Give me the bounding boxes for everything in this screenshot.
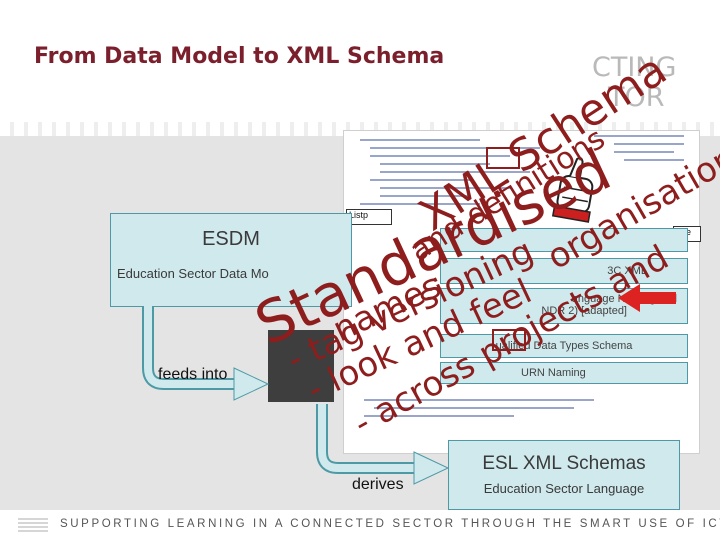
document-list-label: Listp	[349, 210, 369, 220]
feeds-into-arrow-head	[233, 367, 270, 401]
spec-item-w3c-xml: 3C XML	[440, 258, 688, 284]
spec-item-urn-naming-label: URN Naming	[521, 367, 586, 379]
derives-label: derives	[352, 476, 404, 493]
checkbox-icon	[486, 147, 520, 169]
slide-title: From Data Model to XML Schema	[34, 44, 445, 69]
footer: SUPPORTING LEARNING IN A CONNECTED SECTO…	[0, 510, 720, 540]
spec-item-naming-rules-line2: NDR 2) [adapted]	[541, 305, 627, 317]
footer-mark	[18, 518, 48, 532]
esl-subtitle: Education Sector Language	[483, 481, 645, 496]
checkbox-icon	[492, 329, 526, 351]
logo-line-2: TOR	[608, 82, 665, 113]
spec-item-blank	[440, 228, 688, 252]
spec-item-w3c-xml-label: 3C XML	[607, 265, 647, 277]
derives-arrow-head	[413, 451, 450, 485]
esdm-subtitle: Education Sector Data Mo	[117, 266, 269, 281]
spec-item-qualified-data-types: ualified Data Types Schema	[440, 334, 688, 358]
logo: CTING TOR	[512, 54, 712, 114]
logo-line-1: CTING	[592, 52, 677, 83]
spec-item-urn-naming: URN Naming	[440, 362, 688, 384]
schema-shape	[268, 330, 334, 402]
esdm-title: ESDM	[202, 228, 260, 250]
thumbs-up-icon	[551, 156, 594, 223]
esl-box: ESL XML Schemas Education Sector Languag…	[448, 440, 680, 510]
esdm-box: ESDM Education Sector Data Mo	[110, 213, 352, 307]
footer-tagline: SUPPORTING LEARNING IN A CONNECTED SECTO…	[60, 518, 720, 530]
feeds-into-label: feeds into	[158, 366, 228, 383]
spec-item-qualified-data-types-label: ualified Data Types Schema	[495, 340, 633, 352]
esl-title: ESL XML Schemas	[482, 453, 646, 474]
red-pointer-arrow	[618, 284, 676, 312]
